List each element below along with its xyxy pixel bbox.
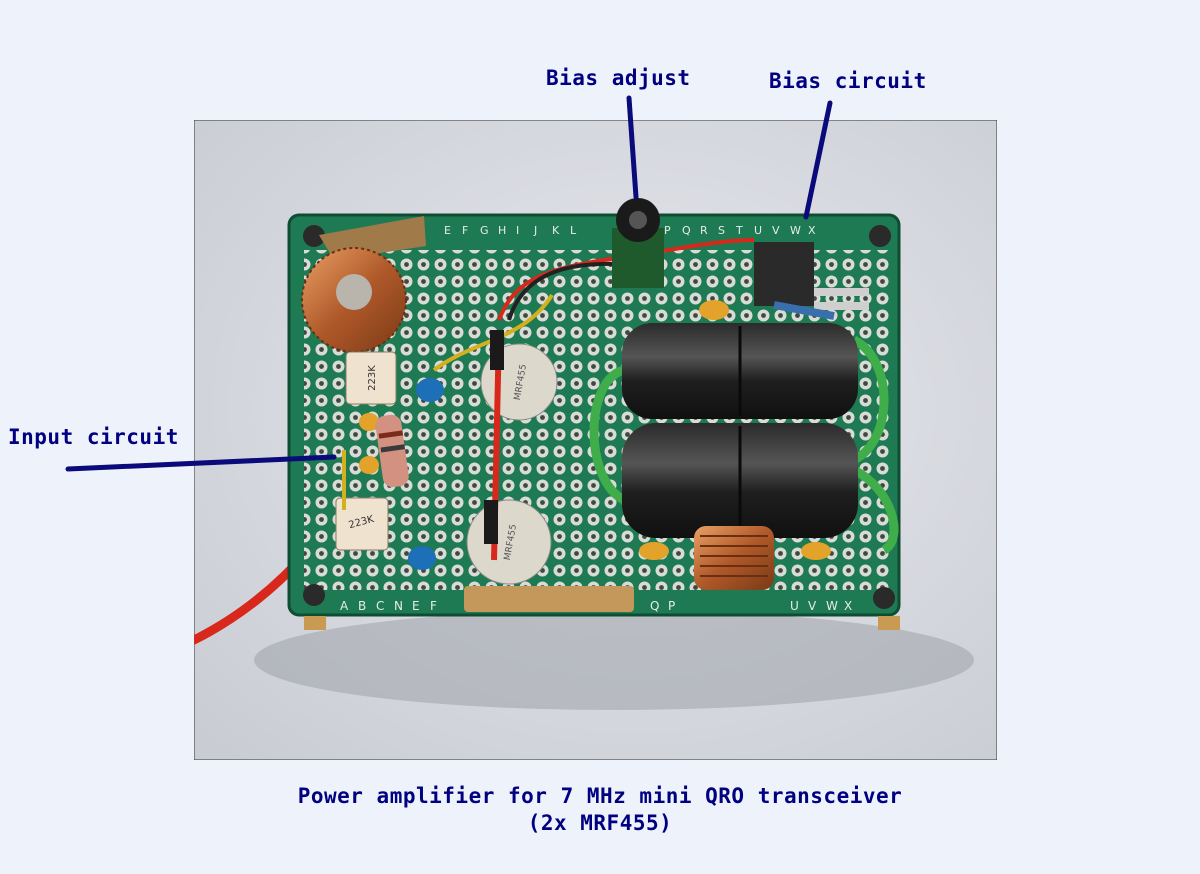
caption-line-1: Power amplifier for 7 MHz mini QRO trans… <box>297 784 903 808</box>
svg-text:T: T <box>735 224 743 237</box>
svg-text:C: C <box>376 599 384 613</box>
svg-text:A: A <box>340 599 349 613</box>
svg-text:V: V <box>808 599 817 613</box>
svg-text:223K: 223K <box>367 365 378 391</box>
bias-circuit-label: Bias circuit <box>769 69 927 93</box>
caption-line-2: (2x MRF455) <box>527 811 673 835</box>
svg-text:N: N <box>394 599 403 613</box>
trimmer-capacitor-top: 223K <box>345 351 397 405</box>
svg-text:S: S <box>718 224 725 237</box>
svg-text:H: H <box>498 224 506 237</box>
output-coil <box>694 526 774 590</box>
svg-text:P: P <box>668 599 675 613</box>
svg-text:I: I <box>516 224 519 237</box>
svg-text:J: J <box>533 224 537 237</box>
svg-text:Q: Q <box>650 599 659 613</box>
svg-text:F: F <box>462 224 468 237</box>
svg-text:U: U <box>790 599 799 613</box>
trimmer-capacitor-bottom: 223K <box>335 497 389 551</box>
svg-text:P: P <box>664 224 671 237</box>
svg-text:X: X <box>844 599 852 613</box>
toroid-coil <box>301 247 407 353</box>
svg-text:W: W <box>790 224 801 237</box>
bias-regulator <box>754 242 869 310</box>
svg-text:K: K <box>552 224 560 237</box>
svg-text:V: V <box>772 224 780 237</box>
amplifier-photo: E F G H I J K L O P Q R S T U V W X A B … <box>194 120 997 760</box>
bias-adjust-trimpot <box>612 198 664 288</box>
svg-text:Q: Q <box>682 224 691 237</box>
bias-adjust-label: Bias adjust <box>546 66 691 90</box>
svg-text:G: G <box>480 224 489 237</box>
svg-text:L: L <box>570 224 577 237</box>
svg-text:W: W <box>826 599 838 613</box>
svg-text:U: U <box>754 224 762 237</box>
svg-text:X: X <box>808 224 816 237</box>
svg-text:B: B <box>358 599 366 613</box>
input-circuit-label: Input circuit <box>8 425 179 449</box>
svg-text:F: F <box>430 599 437 613</box>
svg-text:E: E <box>444 224 451 237</box>
ferrite-transformer <box>589 323 899 555</box>
svg-text:R: R <box>700 224 708 237</box>
svg-text:E: E <box>412 599 420 613</box>
silkscreen-letters-bottom: A B C N E F Q P U V W X <box>340 599 852 613</box>
